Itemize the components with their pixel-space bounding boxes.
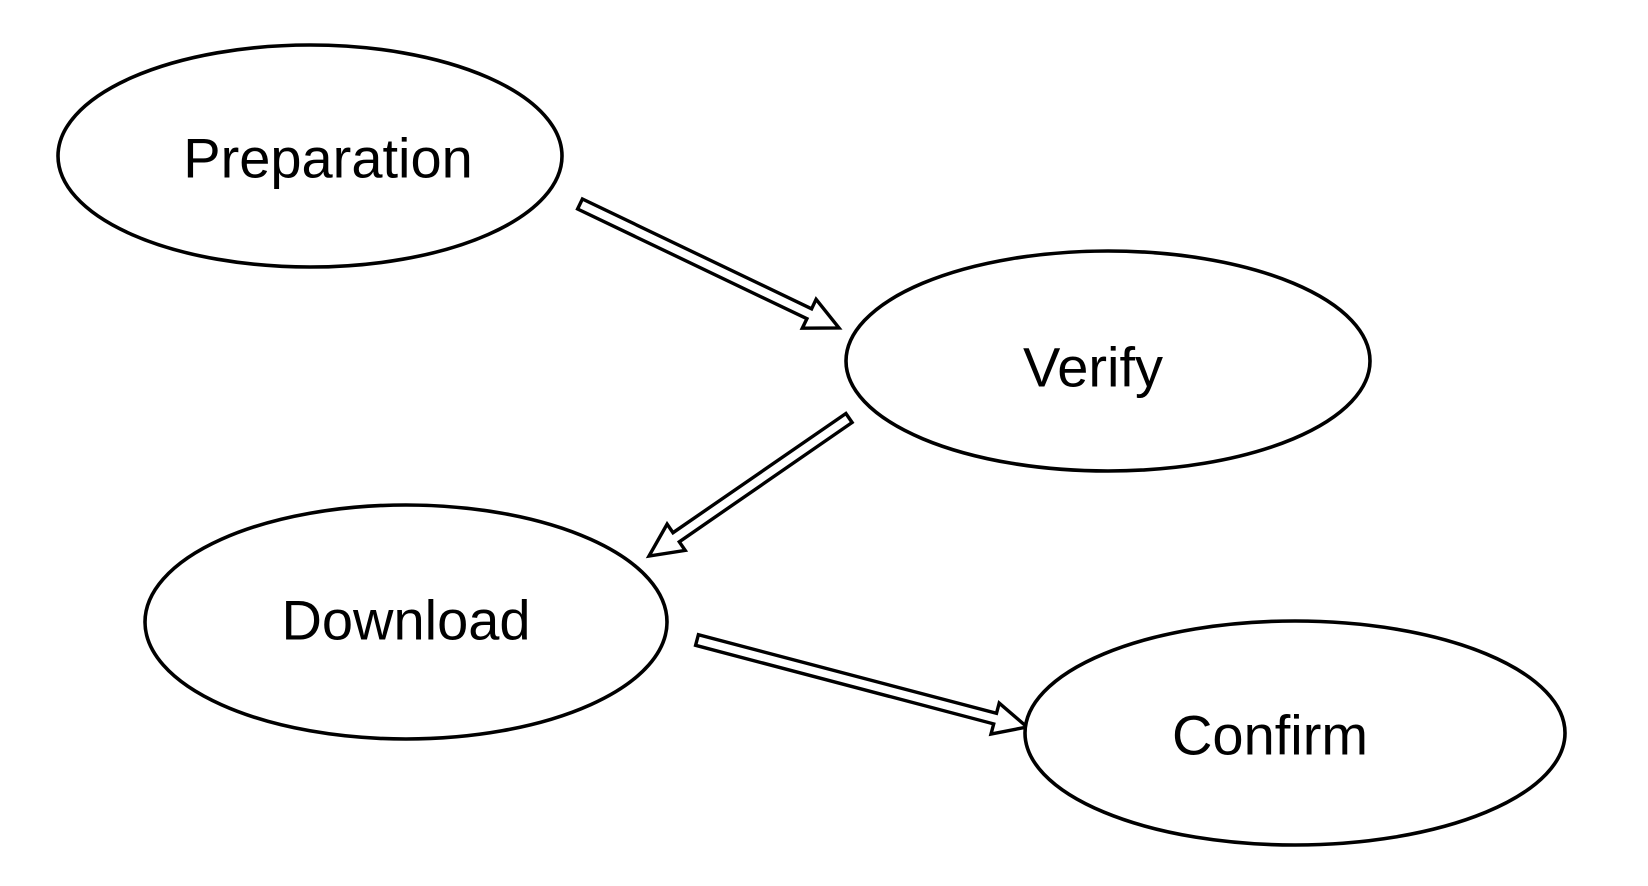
node-label-download: Download — [281, 589, 530, 652]
node-ellipse-confirm — [1023, 619, 1567, 847]
node-verify: Verify — [844, 249, 1372, 473]
node-label-confirm: Confirm — [1172, 704, 1368, 767]
node-label-verify: Verify — [1023, 336, 1163, 399]
node-download: Download — [143, 503, 669, 741]
arrow-download-to-confirm — [693, 632, 1031, 737]
arrow-verify-to-download — [645, 411, 855, 559]
arrow-preparation-to-verify — [575, 196, 843, 330]
node-ellipse-download — [143, 503, 669, 741]
node-ellipse-preparation — [56, 43, 564, 269]
node-ellipse-verify — [844, 249, 1372, 473]
node-label-preparation: Preparation — [183, 127, 473, 190]
node-preparation: Preparation — [56, 43, 564, 269]
node-confirm: Confirm — [1023, 619, 1567, 847]
